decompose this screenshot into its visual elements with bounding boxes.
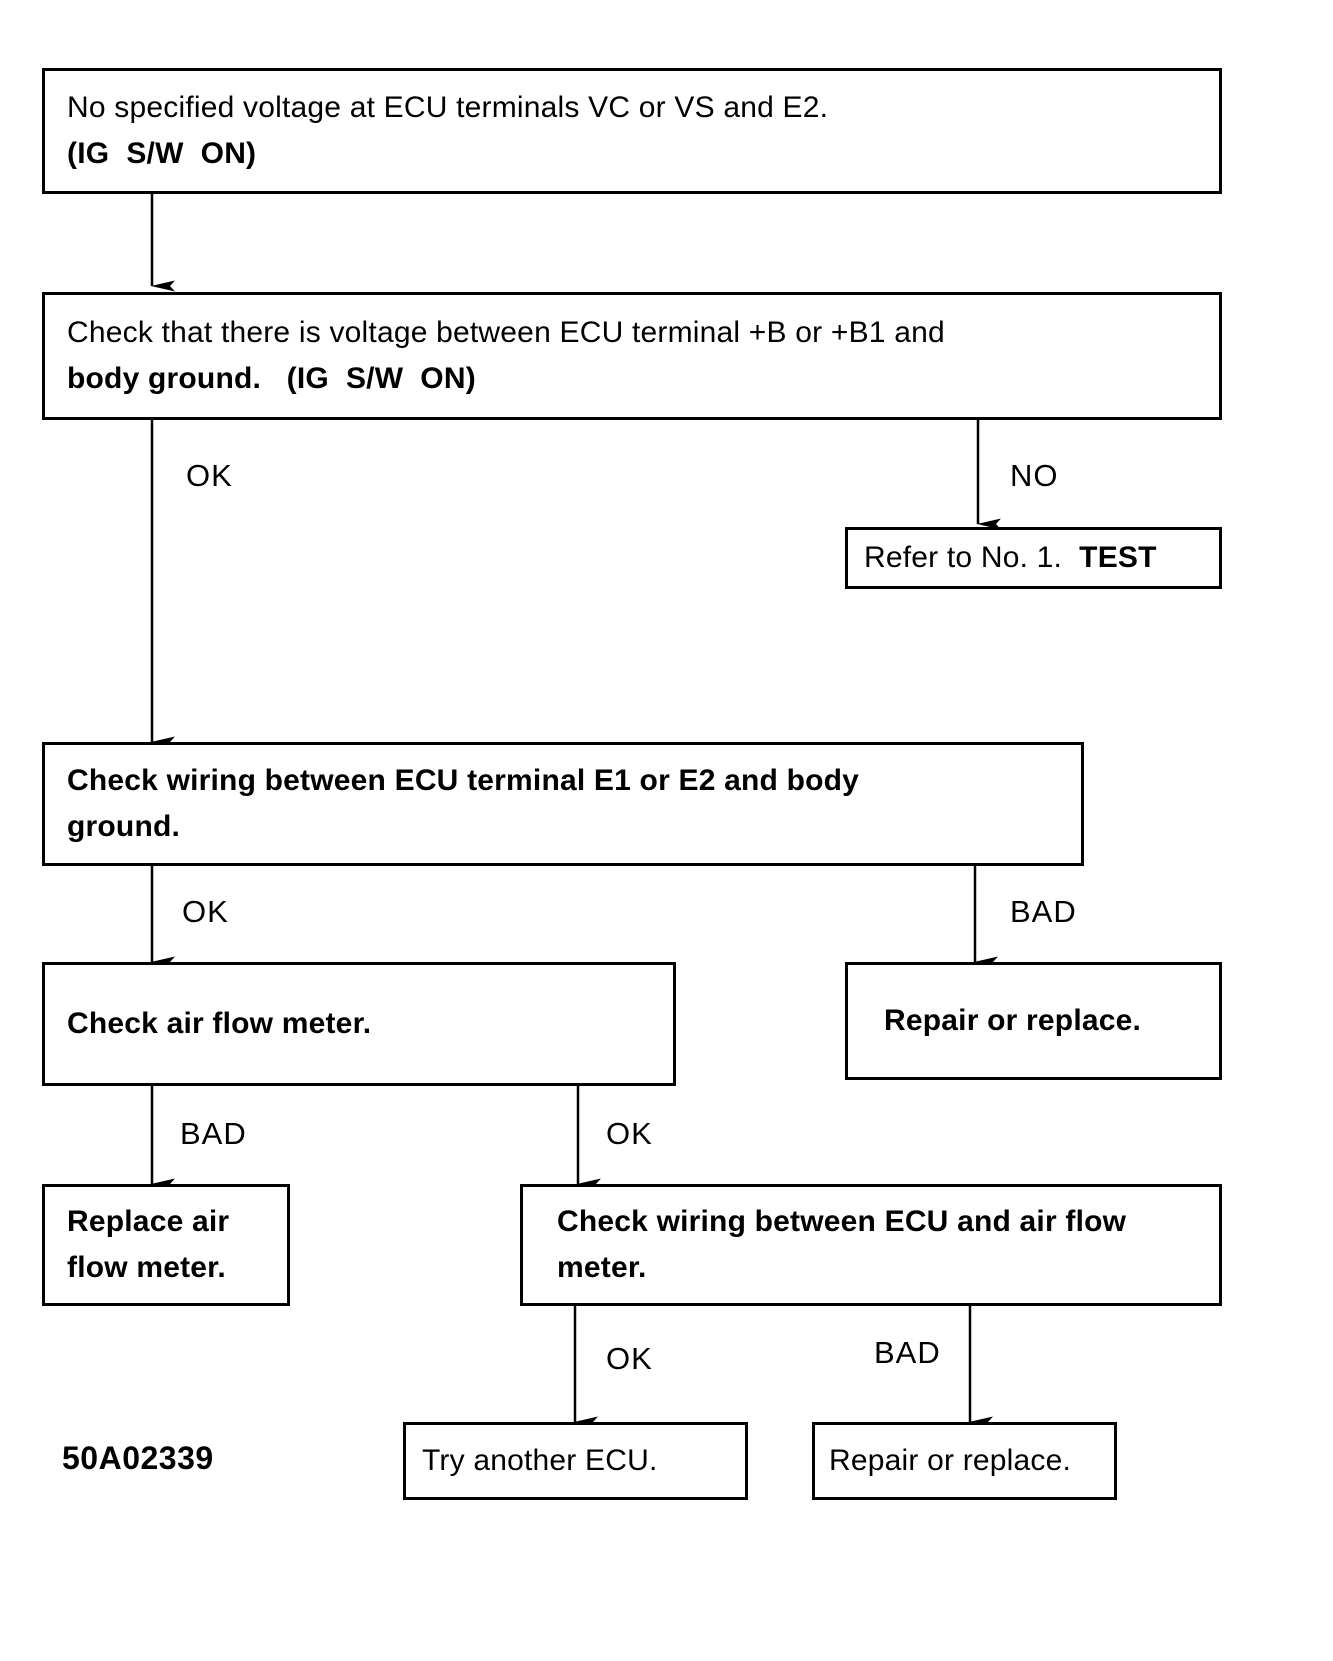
flow-node-replace-air-flow-meter: Replace air flow meter. [42,1184,290,1306]
flow-node-try-another-ecu: Try another ECU. [403,1422,748,1500]
branch-label-bad-3: BAD [180,1116,247,1151]
flow-node-repair-or-replace-lower: Repair or replace. [812,1422,1117,1500]
branch-label-ok-1: OK [186,458,233,493]
node-line: Check air flow meter. [67,1007,372,1040]
flow-node-check-voltage-b: Check that there is voltage between ECU … [42,292,1222,420]
flow-node-repair-or-replace-upper: Repair or replace. [845,962,1222,1080]
branch-label-ok-4: OK [606,1341,653,1376]
node-line: ground. [67,810,181,843]
node-line: Repair or replace. [884,1004,1142,1037]
flow-node-check-wiring-ecu-afm: Check wiring between ECU and air flow me… [520,1184,1222,1306]
test-label: TEST [1079,541,1157,574]
node-line: Check that there is voltage between ECU … [67,316,945,349]
node-line: Repair or replace. [829,1444,1072,1477]
flow-node-refer-to-test: Refer to No. 1. TEST [845,527,1222,589]
branch-label-ok-2: OK [182,894,229,929]
node-line: Replace air [67,1205,230,1238]
branch-label-ok-3: OK [606,1116,653,1151]
branch-label-no-1: NO [1010,458,1059,493]
node-line: Try another ECU. [422,1444,658,1477]
flow-node-check-air-flow-meter: Check air flow meter. [42,962,676,1086]
branch-label-bad-2: BAD [1010,894,1077,929]
node-line: body ground. (IG S/W ON) [67,362,476,395]
node-line: Check wiring between ECU and air flow [557,1205,1127,1238]
branch-label-bad-4: BAD [874,1335,941,1370]
node-line: flow meter. [67,1251,226,1284]
node-line: Check wiring between ECU terminal E1 or … [67,764,860,797]
node-line: Refer to No. 1. TEST [864,535,1203,581]
flow-node-check-wiring-e1-e2: Check wiring between ECU terminal E1 or … [42,742,1084,866]
node-line: No specified voltage at ECU terminals VC… [67,91,829,124]
figure-code: 50A02339 [62,1440,214,1476]
node-line: (IG S/W ON) [67,137,257,170]
refer-text: Refer to No. 1. [864,541,1080,574]
flow-node-no-specified-voltage: No specified voltage at ECU terminals VC… [42,68,1222,194]
node-line: meter. [557,1251,647,1284]
